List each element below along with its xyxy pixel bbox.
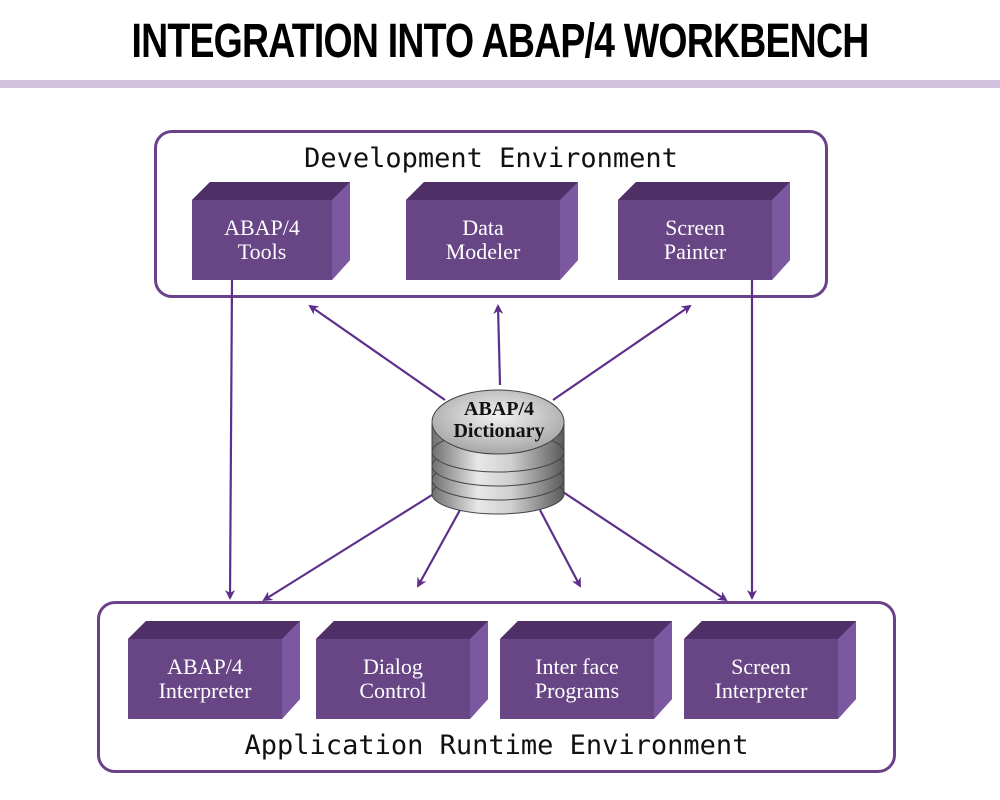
- runtime-environment-label: Application Runtime Environment: [244, 730, 749, 761]
- component-label-line2: Modeler: [445, 239, 521, 264]
- arrow-dict-to-interface-programs: [539, 509, 581, 588]
- arrow-dict-to-tools: [308, 304, 446, 401]
- component-label-line2: Interpreter: [158, 678, 252, 703]
- component-label-line2: Programs: [534, 678, 620, 703]
- arrow-dict-to-abap-interpreter: [262, 489, 441, 602]
- component-label-line1: Dialog: [363, 654, 423, 679]
- database-icon: [431, 389, 565, 515]
- dictionary-label-line2: Dictionary: [453, 420, 545, 442]
- component-label-line1: Data: [462, 215, 504, 240]
- arrow-tools-to-interpreter: [225, 279, 236, 600]
- component-label-line1: ABAP/4: [224, 215, 300, 240]
- component-label-line1: ABAP/4: [167, 654, 243, 679]
- component-label-line1: Screen: [665, 215, 725, 240]
- component-label-line2: Tools: [237, 239, 287, 264]
- component-label-line1: Screen: [731, 654, 791, 679]
- component-label-line2: Interpreter: [714, 678, 808, 703]
- page-title: INTEGRATION INTO ABAP/4 WORKBENCH: [131, 15, 870, 68]
- title-divider: [0, 80, 1000, 88]
- dictionary-label-line1: ABAP/4: [464, 398, 534, 420]
- component-label-line1: Inter face: [535, 654, 619, 679]
- component-label-line2: Control: [359, 678, 427, 703]
- development-environment-label: Development Environment: [304, 143, 678, 174]
- arrow-dict-to-modeler: [493, 304, 504, 386]
- arrow-dict-to-painter: [552, 304, 692, 401]
- arrow-dict-to-screen-interpreter: [559, 489, 728, 602]
- arrow-dict-to-dialog-control: [417, 509, 461, 588]
- component-label-line2: Painter: [663, 239, 727, 264]
- dictionary-label: ABAP/4 Dictionary: [428, 398, 570, 442]
